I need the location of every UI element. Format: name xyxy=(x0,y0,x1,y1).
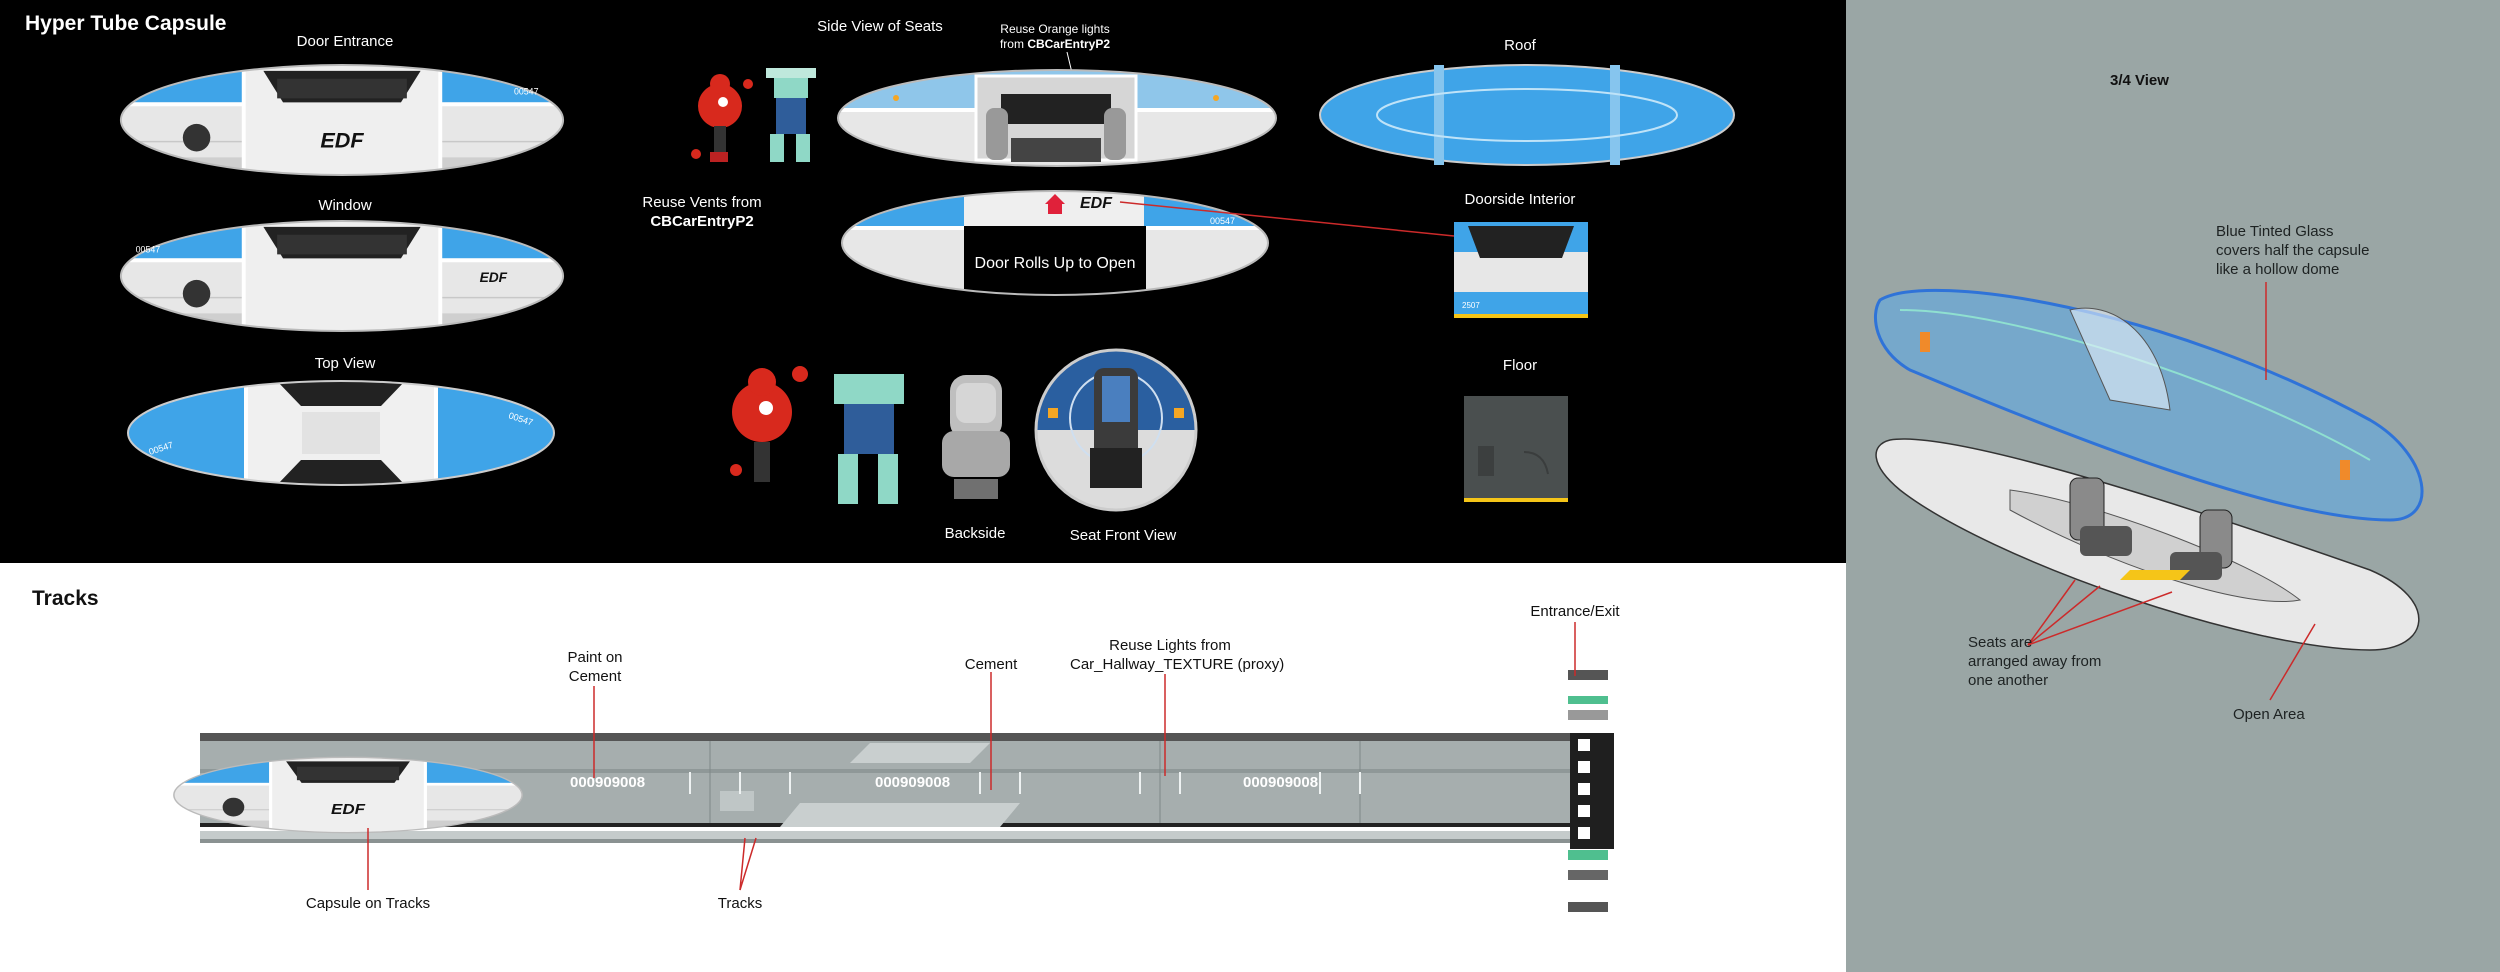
track-callout-lines xyxy=(367,622,1576,891)
backside-label: Backside xyxy=(944,525,1006,542)
blue-glass-line2: covers half the capsule xyxy=(2216,242,2370,259)
roof-label: Roof xyxy=(1504,37,1536,54)
seat-front-view-image xyxy=(1034,348,1198,512)
tracks-label: Tracks xyxy=(717,895,763,912)
entrance-exit-structure xyxy=(1568,670,1608,912)
open-area-label: Open Area xyxy=(2233,706,2305,723)
entrance-exit-label: Entrance/Exit xyxy=(1530,603,1620,620)
paint-code: 000909008 xyxy=(875,774,951,791)
three-quarter-illustration xyxy=(1873,288,2424,651)
blue-glass-line3: like a hollow dome xyxy=(2216,261,2340,278)
reuse-lights-line1: Reuse Lights from xyxy=(1109,637,1231,654)
reuse-lights-line2: Car_Hallway_TEXTURE (proxy) xyxy=(1070,656,1285,673)
seat-front-view-label: Seat Front View xyxy=(1069,527,1177,544)
reuse-vents-note: Reuse Vents from CBCarEntryP2 xyxy=(622,193,782,231)
track-body xyxy=(200,733,1614,849)
floor-label: Floor xyxy=(1502,357,1538,374)
reuse-vents-line2: CBCarEntryP2 xyxy=(650,213,754,230)
floor-image xyxy=(1464,396,1568,502)
seats-note: Seats are arranged away from one another xyxy=(1968,633,2101,690)
reuse-orange-note: Reuse Orange lights from CBCarEntryP2 xyxy=(975,22,1135,52)
reuse-orange-prefix: from xyxy=(999,37,1028,51)
paint-code: 000909008 xyxy=(1243,774,1319,791)
edf-logo: EDF xyxy=(1080,195,1113,212)
pod-number: 00547 xyxy=(1210,216,1235,226)
doorside-number: 2507 xyxy=(1462,301,1480,310)
roof-pod xyxy=(1319,64,1735,166)
top-view-pod: 00547 00547 xyxy=(127,380,555,486)
capsule-section-title: Hyper Tube Capsule xyxy=(25,12,227,35)
edf-logo: EDF xyxy=(480,270,508,285)
blue-glass-line1: Blue Tinted Glass xyxy=(2216,223,2334,240)
pod-number: 00547 xyxy=(136,244,161,254)
paint-on-cement-line1: Paint on xyxy=(567,649,623,666)
three-quarter-title: 3/4 View xyxy=(2110,72,2169,89)
side-view-of-seats-label: Side View of Seats xyxy=(817,18,943,35)
doorside-interior-label: Doorside Interior xyxy=(1464,191,1576,208)
robot-characters-large xyxy=(730,366,904,504)
edf-logo: EDF xyxy=(331,802,366,818)
track-lights xyxy=(689,772,1361,794)
reuse-vents-line1: Reuse Vents from xyxy=(642,194,762,211)
capsule-on-tracks-label: Capsule on Tracks xyxy=(305,895,431,912)
tracks-section-title: Tracks xyxy=(32,587,99,610)
top-view-label: Top View xyxy=(314,355,376,372)
door-rolls-note: Door Rolls Up to Open xyxy=(974,255,1136,272)
pod-number: 00547 xyxy=(514,86,539,96)
window-pod: EDF 00547 xyxy=(116,219,568,333)
door-entrance-label: Door Entrance xyxy=(296,33,394,50)
door-rolls-callout xyxy=(1119,201,1455,237)
capsule-on-track: EDF xyxy=(170,756,526,834)
seats-line2: arranged away from xyxy=(1968,653,2102,670)
paint-on-cement-line2: Cement xyxy=(568,668,622,685)
reuse-orange-line1: Reuse Orange lights xyxy=(1000,22,1110,36)
door-rolls-pod: 00547 EDF xyxy=(841,190,1269,296)
cement-label: Cement xyxy=(964,656,1018,673)
seats-line1: Seats are xyxy=(1968,634,2033,651)
door-entrance-pod: EDF 00547 xyxy=(116,63,568,177)
reuse-orange-line2: from CBCarEntryP2 xyxy=(975,37,1135,52)
side-view-seats-pod xyxy=(837,69,1277,167)
robot-characters-small xyxy=(691,68,816,162)
seat-backside-image xyxy=(942,375,1010,499)
reuse-orange-ref: CBCarEntryP2 xyxy=(1027,37,1111,51)
seats-line3: one another xyxy=(1968,672,2049,689)
paint-code: 000909008 xyxy=(570,774,646,791)
reuse-lights-label: Reuse Lights from Car_Hallway_TEXTURE (p… xyxy=(1070,636,1285,674)
edf-logo: EDF xyxy=(320,128,364,153)
paint-on-cement-label: Paint on Cement xyxy=(540,648,650,686)
doorside-interior-image: 2507 xyxy=(1454,222,1588,318)
window-label: Window xyxy=(318,197,372,214)
blue-glass-note: Blue Tinted Glass covers half the capsul… xyxy=(2216,222,2369,279)
